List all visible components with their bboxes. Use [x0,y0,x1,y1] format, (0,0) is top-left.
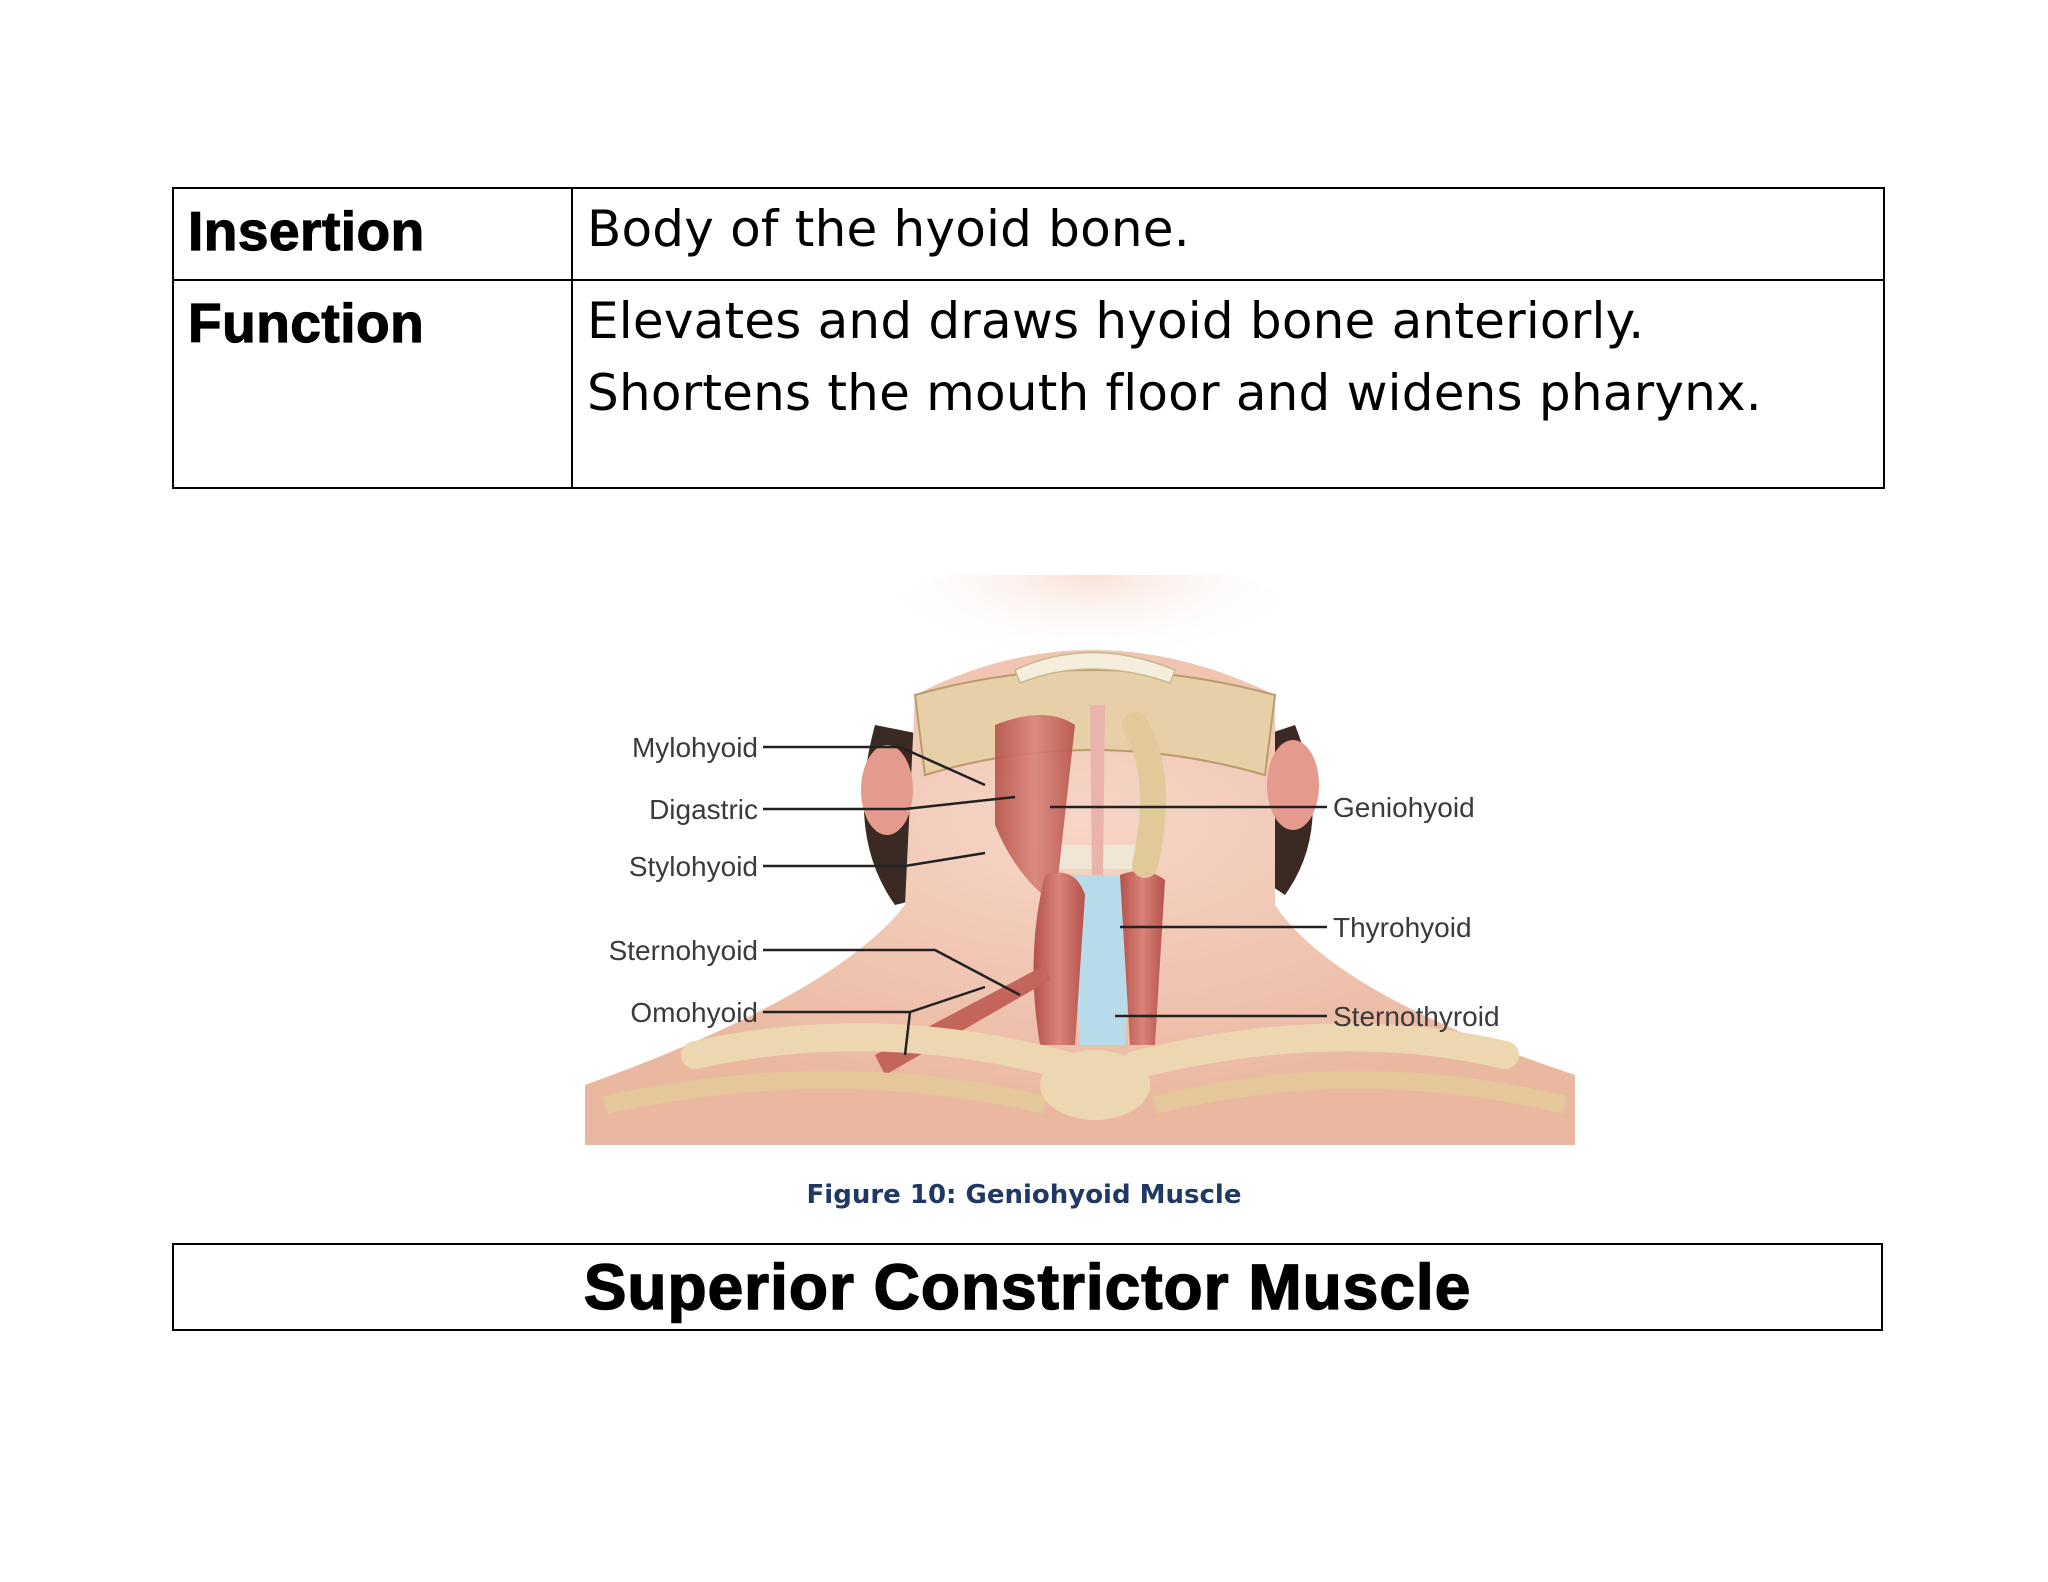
insertion-line: Body of the hyoid bone. [587,200,1190,258]
label-stylohyoid: Stylohyoid [629,851,758,882]
clavicle-left [681,1023,1079,1079]
label-sternohyoid: Sternohyoid [609,935,758,966]
leader-omohyoid-branch [903,1011,912,1056]
leader-digastric [763,795,1016,811]
leader-stylohyoid [763,851,986,868]
teeth [1014,651,1176,684]
label-thyrohyoid: Thyrohyoid [1333,912,1472,943]
section-header-box: Superior Constrictor Muscle [172,1243,1883,1331]
insertion-label: Insertion [172,187,573,281]
function-value: Elevates and draws hyoid bone anteriorly… [571,279,1885,489]
rib-right [1152,1071,1568,1114]
label-geniohyoid: Geniohyoid [1333,792,1475,823]
function-line-1: Elevates and draws hyoid bone anteriorly… [587,292,1645,350]
leader-lines [763,745,1327,1056]
function-label: Function [172,279,573,489]
table-row-insertion: Insertion Body of the hyoid bone. [172,187,1885,281]
sternum [1040,1050,1150,1120]
label-omohyoid: Omohyoid [630,997,758,1028]
leader-sternohyoid [763,948,1021,997]
ear-left [861,745,913,835]
mylohyoid-muscle [995,715,1075,905]
muscle-info-table: Insertion Body of the hyoid bone. Functi… [172,187,1885,489]
leader-mylohyoid [763,745,986,787]
trachea [1070,875,1135,1045]
label-mylohyoid: Mylohyoid [632,732,758,763]
geniohyoid-muscle [1090,705,1105,875]
section-title: Superior Constrictor Muscle [583,1250,1472,1324]
label-sternothyroid: Sternothyroid [1333,1001,1500,1032]
function-line-2: Shortens the mouth floor and widens phar… [587,364,1762,422]
label-digastric: Digastric [649,794,758,825]
ear-right [1267,740,1319,830]
neck-anatomy-figure: Mylohyoid Digastric Stylohyoid Sternohyo… [575,575,1595,1145]
neck-anatomy-illustration: Mylohyoid Digastric Stylohyoid Sternohyo… [585,575,1575,1145]
table-row-function: Function Elevates and draws hyoid bone a… [172,279,1885,489]
cervical-spine [1122,712,1166,878]
clavicle-right [1121,1023,1519,1079]
rib-left [603,1071,1048,1114]
sternothyroid-muscle [1120,871,1165,1045]
sternohyoid-muscle [1033,872,1085,1045]
figure-caption: Figure 10: Geniohyoid Muscle [806,1180,1242,1210]
insertion-value: Body of the hyoid bone. [571,187,1885,281]
